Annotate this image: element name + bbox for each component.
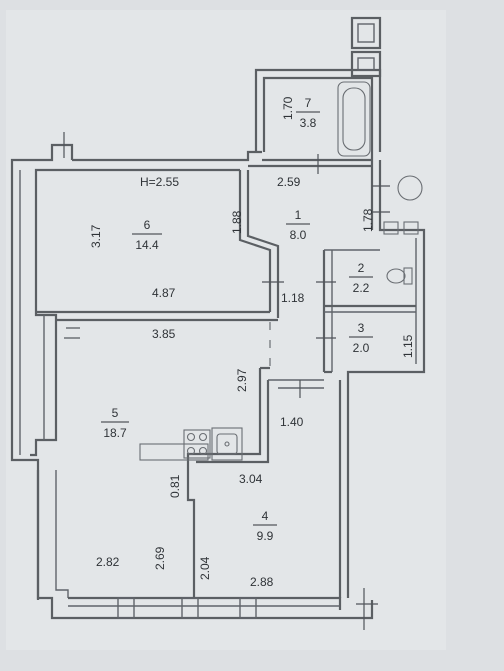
- room-6-number: 6: [144, 218, 151, 232]
- room-6-area: 14.4: [135, 238, 159, 252]
- dim-1-70: 1.70: [281, 96, 295, 120]
- dim-3-04: 3.04: [239, 472, 263, 486]
- worktop: [139, 443, 209, 461]
- ceiling-height: H=2.55: [140, 175, 179, 189]
- room-5-area: 18.7: [103, 426, 127, 440]
- room-7-number: 7: [305, 96, 312, 110]
- stove-icon: [183, 429, 211, 459]
- dim-1-40: 1.40: [280, 415, 304, 429]
- room-1-number: 1: [295, 208, 302, 222]
- room-3-number: 3: [358, 321, 365, 335]
- bathtub-icon: [337, 81, 371, 157]
- dim-0-81: 0.81: [168, 474, 182, 498]
- room-1-area: 8.0: [290, 228, 307, 242]
- room-4-number: 4: [262, 509, 269, 523]
- dim-4-87: 4.87: [152, 286, 176, 300]
- dim-2-04: 2.04: [198, 556, 212, 580]
- toilet-icon: [386, 268, 406, 284]
- dim-2-97: 2.97: [235, 368, 249, 392]
- dim-1-78: 1.78: [361, 208, 375, 232]
- dim-1-15: 1.15: [401, 334, 415, 358]
- basin-icon: [383, 221, 399, 235]
- toilet-tank: [403, 267, 413, 285]
- room-4-area: 9.9: [257, 529, 274, 543]
- room-2-area: 2.2: [353, 281, 370, 295]
- dim-1-88: 1.88: [230, 210, 244, 234]
- dim-3-17: 3.17: [89, 224, 103, 248]
- interior-walls: [36, 164, 416, 598]
- room-2-number: 2: [358, 261, 365, 275]
- dim-2-82: 2.82: [96, 555, 120, 569]
- room-7-area: 3.8: [300, 116, 317, 130]
- dim-3-85: 3.85: [152, 327, 176, 341]
- dimension-ticks: [63, 132, 390, 630]
- sink-icon: [211, 427, 243, 461]
- dim-2-88: 2.88: [250, 575, 274, 589]
- dim-2-69: 2.69: [153, 546, 167, 570]
- room-5-number: 5: [112, 406, 119, 420]
- room-3-area: 2.0: [353, 341, 370, 355]
- fixtures: [139, 81, 423, 461]
- dim-1-18: 1.18: [281, 291, 305, 305]
- dim-2-59: 2.59: [277, 175, 301, 189]
- labels: H=2.55 6 14.4 1 8.0 7 3.8 2 2.2 3 2.0 5 …: [89, 96, 415, 589]
- riser-icon: [397, 175, 423, 201]
- outer-walls: [10, 16, 426, 620]
